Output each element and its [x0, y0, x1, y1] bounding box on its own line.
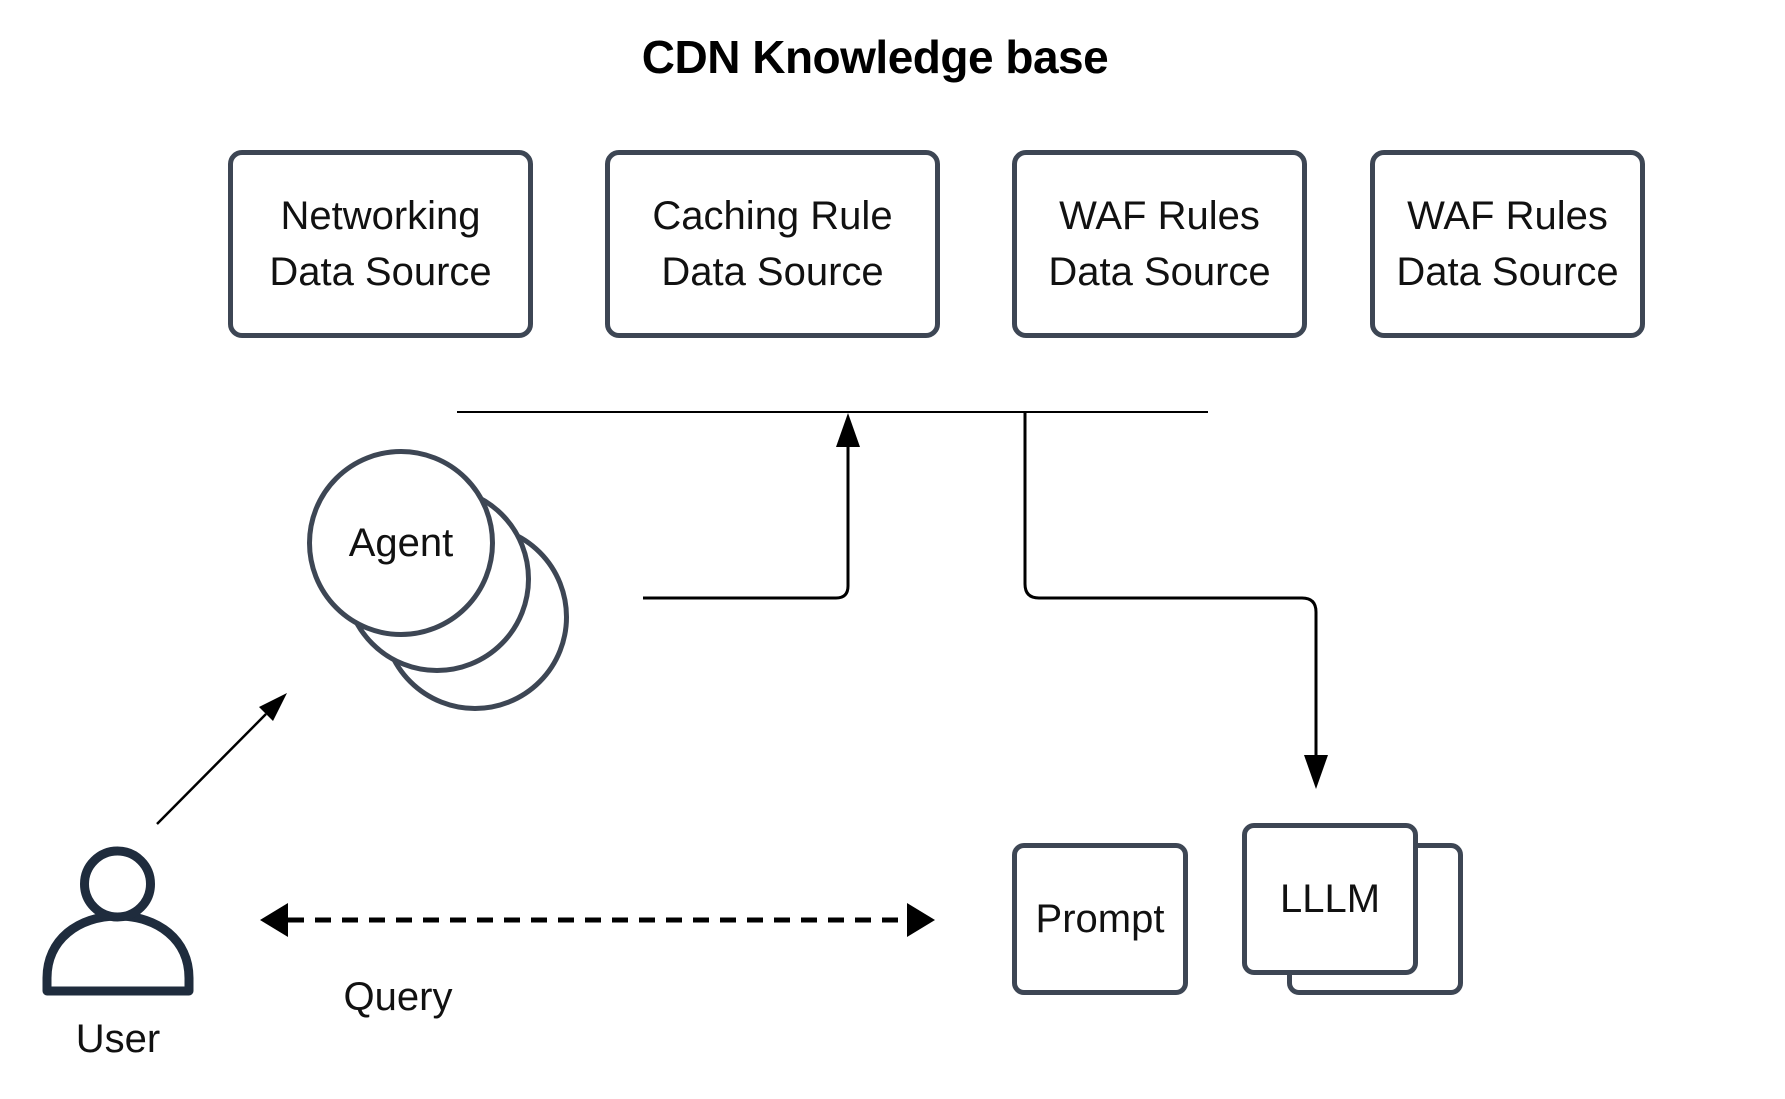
agent-label: Agent [348, 520, 454, 565]
data-source-box-networking: Networking Data Source [228, 150, 533, 338]
bus-to-llm-arrowhead-down [1304, 755, 1328, 789]
data-source-label-line2: Data Source [269, 250, 492, 294]
prompt-box: Prompt [1012, 843, 1188, 995]
bus-to-llm-connector [1023, 412, 1318, 757]
data-source-label-line1: WAF Rules [1059, 194, 1260, 238]
prompt-label: Prompt [1035, 896, 1165, 941]
user-icon-head [80, 846, 155, 922]
data-source-label-line1: Networking [280, 194, 481, 238]
agent-circle-front: Agent [307, 449, 495, 637]
data-source-box-caching: Caching Rule Data Source [605, 150, 940, 338]
diagram-title: CDN Knowledge base [641, 31, 1109, 83]
user-label: User [75, 1017, 161, 1061]
agent-to-bus-arrowhead-up [836, 413, 860, 447]
query-arrowhead-right [907, 903, 935, 937]
data-source-label-line1: Caching Rule [652, 194, 893, 238]
user-icon-body [42, 911, 194, 996]
query-arrowhead-left [260, 903, 288, 937]
user-icon [42, 846, 194, 996]
agent-to-bus-connector [643, 447, 850, 600]
data-source-box-waf-1: WAF Rules Data Source [1012, 150, 1307, 338]
user-to-agent-line [156, 713, 267, 825]
data-source-label-line1: WAF Rules [1407, 194, 1608, 238]
llm-box-front: LLLM [1242, 823, 1418, 975]
llm-label: LLLM [1279, 876, 1381, 921]
data-source-label-line2: Data Source [661, 250, 884, 294]
data-source-label-line2: Data Source [1048, 250, 1271, 294]
query-label: Query [343, 975, 453, 1019]
data-source-label-line2: Data Source [1396, 250, 1619, 294]
user-to-agent-arrowhead [259, 693, 287, 721]
data-source-box-waf-2: WAF Rules Data Source [1370, 150, 1645, 338]
